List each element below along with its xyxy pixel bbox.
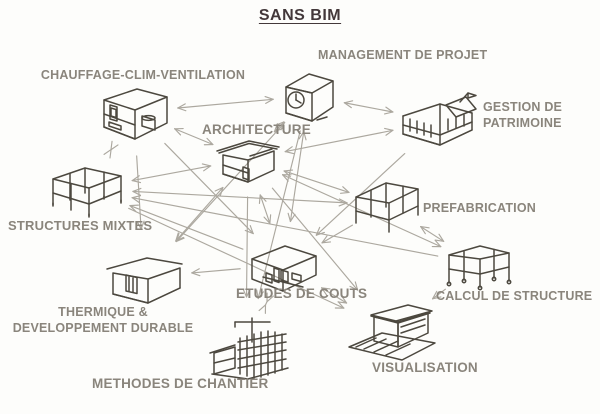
architecture-house-sketch xyxy=(216,140,280,183)
site-methods-scaffolding-sketch xyxy=(209,317,289,380)
label-structures-mixtes: STRUCTURES MIXTES xyxy=(8,218,153,233)
label-architecture: ARCHITECTURE xyxy=(202,122,311,137)
label-visualisation: VISUALISATION xyxy=(372,360,478,375)
label-thermique-developpement-durable: THERMIQUE & DEVELOPPEMENT DURABLE xyxy=(12,305,194,336)
page-title: SANS BIM xyxy=(0,7,600,25)
project-management-box-sketch xyxy=(285,73,334,122)
visualisation-rendered-house-sketch xyxy=(348,304,436,361)
hvac-box-sketch xyxy=(103,88,168,140)
label-chauffage-clim-ventilation: CHAUFFAGE-CLIM-VENTILATION xyxy=(40,68,246,82)
asset-management-building-sketch xyxy=(402,92,477,146)
label-prefabrication: PREFABRICATION xyxy=(423,201,536,215)
label-etudes-de-couts: ETUDES DE COUTS xyxy=(236,286,368,301)
prefabrication-frame-sketch xyxy=(355,182,419,233)
label-gestion-de-patrimoine: GESTION DE PATRIMOINE xyxy=(483,100,563,131)
mixed-structures-frame-sketch xyxy=(52,167,122,218)
page-title-text: SANS BIM xyxy=(258,7,342,24)
cost-studies-model-box-sketch xyxy=(251,245,317,292)
thermal-house-sketch xyxy=(106,257,183,304)
label-management-de-projet: MANAGEMENT DE PROJET xyxy=(318,48,488,62)
label-calcul-de-structure: CALCUL DE STRUCTURE xyxy=(436,289,593,303)
label-methodes-de-chantier: METHODES DE CHANTIER xyxy=(92,376,269,391)
structural-calculation-frame-sketch xyxy=(446,245,512,291)
